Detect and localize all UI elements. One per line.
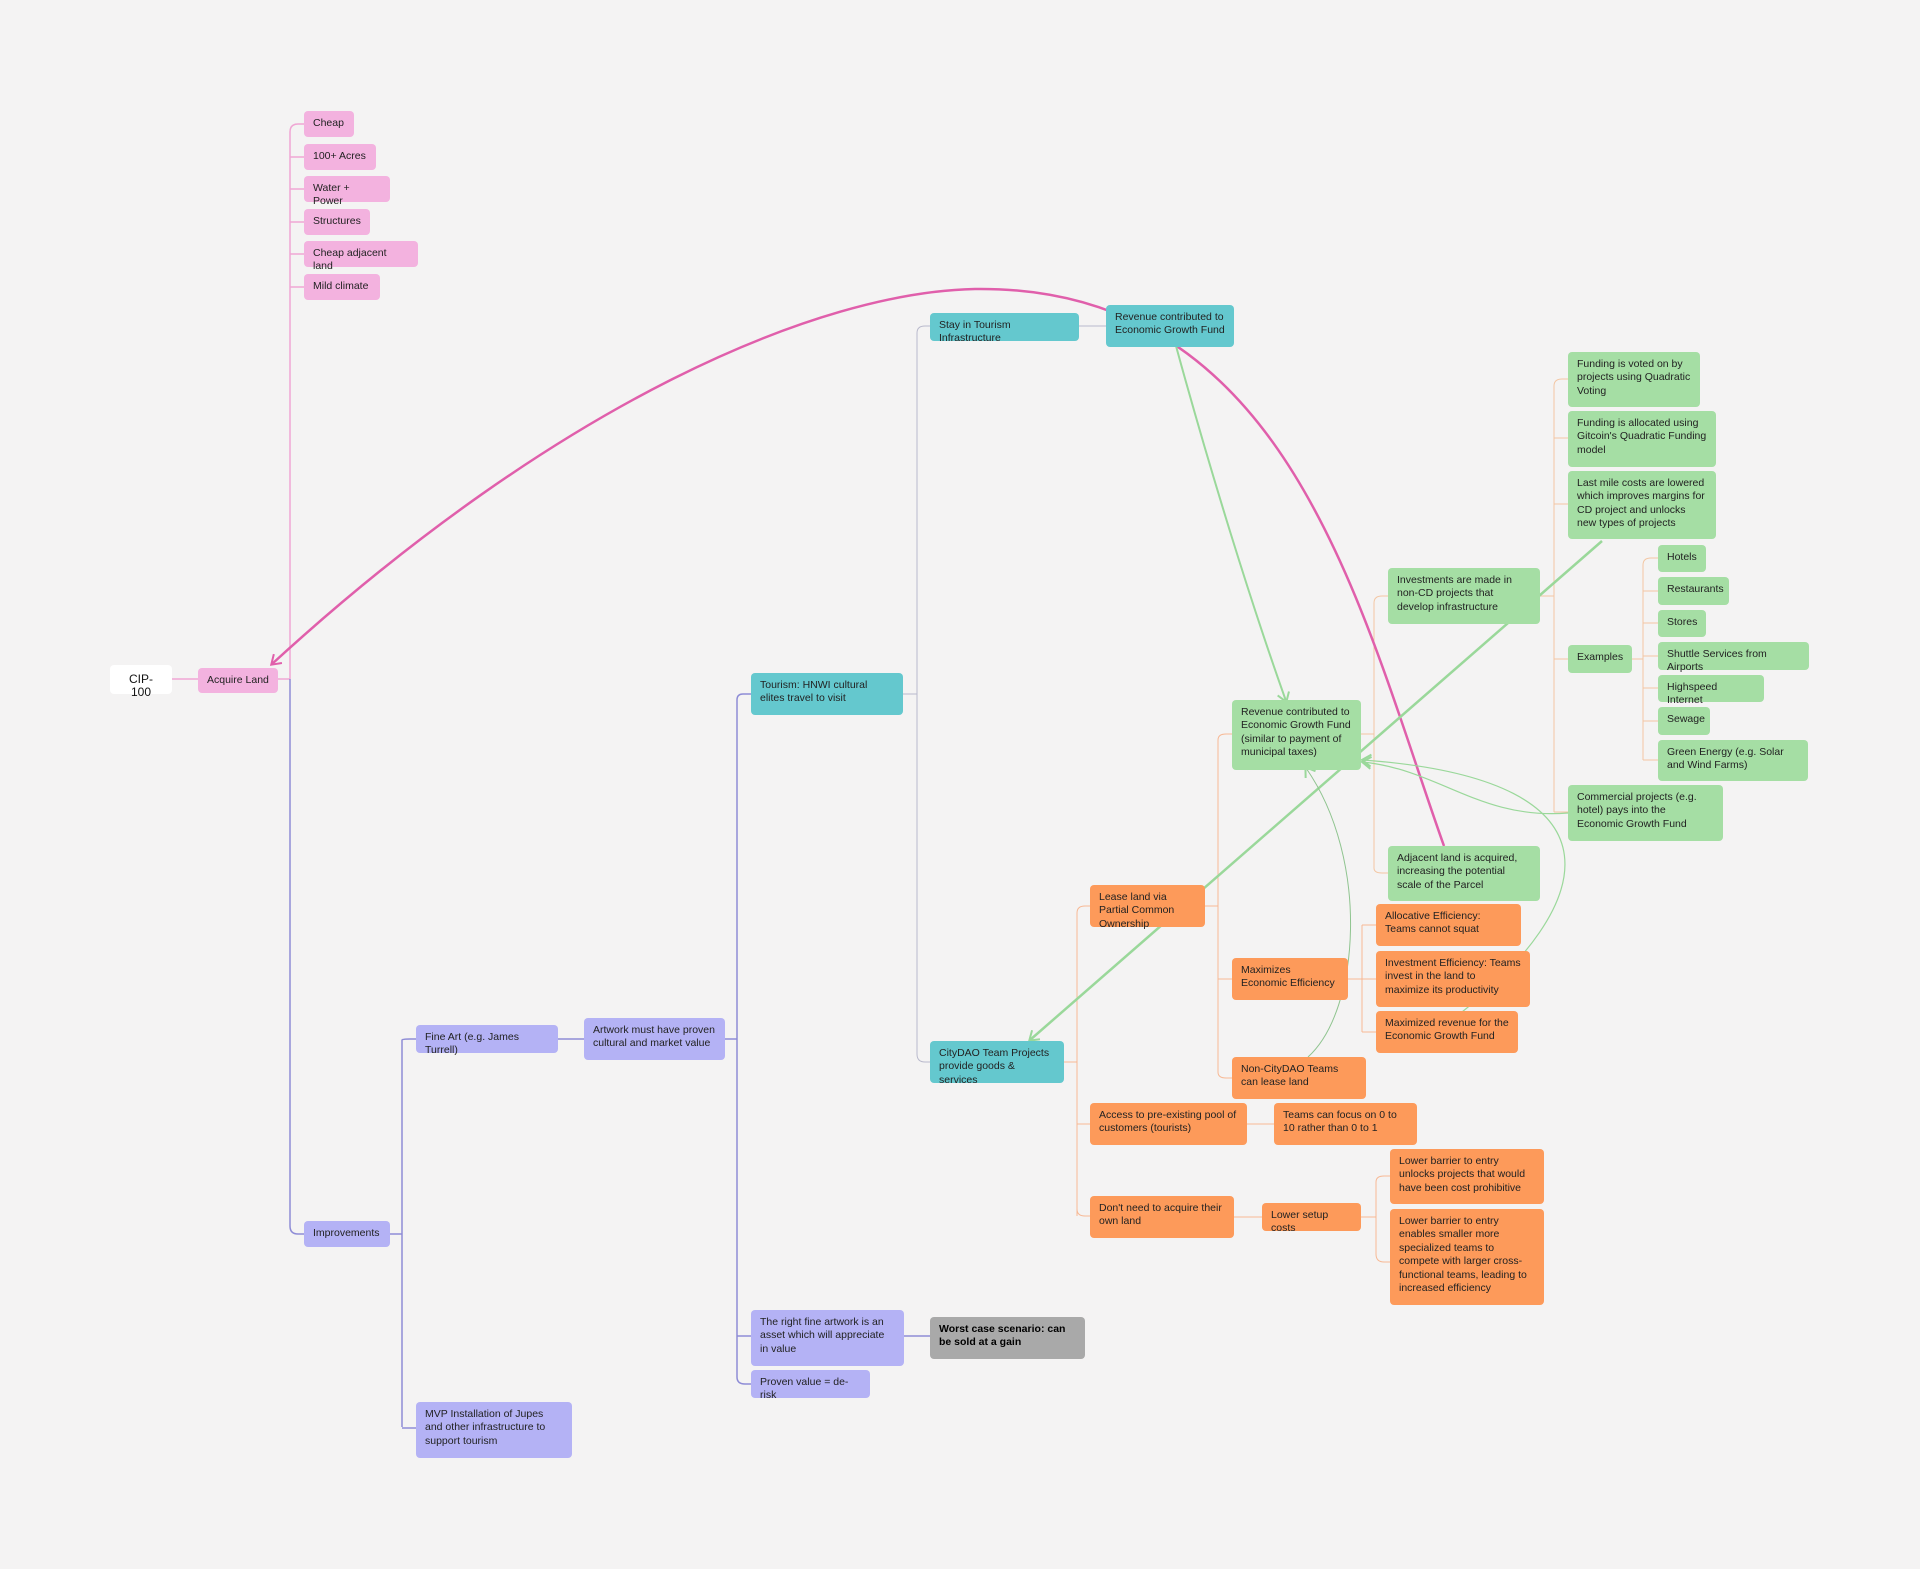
focus-node[interactable]: Teams can focus on 0 to 10 rather than 0… bbox=[1274, 1103, 1417, 1145]
funding-voted-node[interactable]: Funding is voted on by projects using Qu… bbox=[1568, 352, 1700, 407]
investments-node[interactable]: Investments are made in non-CD projects … bbox=[1388, 568, 1540, 624]
allocative-node[interactable]: Allocative Efficiency: Teams cannot squa… bbox=[1376, 904, 1521, 946]
mvp-installation-node[interactable]: MVP Installation of Jupes and other infr… bbox=[416, 1402, 572, 1458]
commercial-node[interactable]: Commercial projects (e.g. hotel) pays in… bbox=[1568, 785, 1723, 841]
non-citydao-to-egf-arrow bbox=[1304, 765, 1352, 1058]
commercial-to-egf-arrow bbox=[1360, 755, 1569, 815]
proven-value-node[interactable]: Proven value = de-risk bbox=[751, 1370, 870, 1401]
teal-branch-lines bbox=[903, 325, 1106, 1063]
sewage-node[interactable]: Sewage bbox=[1658, 707, 1710, 735]
stay-tourism-node[interactable]: Stay in Tourism Infrastructure bbox=[930, 313, 1079, 344]
right-artwork-node[interactable]: The right fine artwork is an asset which… bbox=[751, 1310, 904, 1366]
mild-climate-node[interactable]: Mild climate bbox=[304, 274, 380, 300]
green-energy-node[interactable]: Green Energy (e.g. Solar and Wind Farms) bbox=[1658, 740, 1808, 781]
lease-land-node[interactable]: Lease land via Partial Common Ownership bbox=[1090, 885, 1205, 930]
cheap-adjacent-land-node[interactable]: Cheap adjacent land bbox=[304, 241, 418, 272]
examples-node[interactable]: Examples bbox=[1568, 645, 1632, 673]
lower-barrier-2-node[interactable]: Lower barrier to entry enables smaller m… bbox=[1390, 1209, 1544, 1305]
artwork-proven-node[interactable]: Artwork must have proven cultural and ma… bbox=[584, 1018, 725, 1060]
non-citydao-node[interactable]: Non-CityDAO Teams can lease land bbox=[1232, 1057, 1366, 1099]
pink-branch-lines bbox=[172, 123, 304, 680]
funding-allocated-node[interactable]: Funding is allocated using Gitcoin's Qua… bbox=[1568, 411, 1716, 467]
shuttle-node[interactable]: Shuttle Services from Airports bbox=[1658, 642, 1809, 673]
revenue-egf-node[interactable]: Revenue contributed to Economic Growth F… bbox=[1232, 700, 1361, 770]
restaurants-node[interactable]: Restaurants bbox=[1658, 577, 1729, 605]
hotels-node[interactable]: Hotels bbox=[1658, 545, 1706, 572]
root-node[interactable]: CIP-100 bbox=[110, 665, 172, 699]
adjacent-acquired-node[interactable]: Adjacent land is acquired, increasing th… bbox=[1388, 846, 1540, 901]
fine-art-node[interactable]: Fine Art (e.g. James Turrell) bbox=[416, 1025, 558, 1056]
lower-barrier-1-node[interactable]: Lower barrier to entry unlocks projects … bbox=[1390, 1149, 1544, 1204]
investment-efficiency-node[interactable]: Investment Efficiency: Teams invest in t… bbox=[1376, 951, 1530, 1007]
citydao-team-node[interactable]: CityDAO Team Projects provide goods & se… bbox=[930, 1041, 1064, 1086]
improvements-node[interactable]: Improvements bbox=[304, 1221, 390, 1247]
worst-case-node[interactable]: Worst case scenario: can be sold at a ga… bbox=[930, 1317, 1085, 1359]
highspeed-node[interactable]: Highspeed Internet bbox=[1658, 675, 1764, 706]
access-pool-node[interactable]: Access to pre-existing pool of customers… bbox=[1090, 1103, 1247, 1145]
lower-setup-node[interactable]: Lower setup costs bbox=[1262, 1203, 1361, 1234]
tourism-node[interactable]: Tourism: HNWI cultural elites travel to … bbox=[751, 673, 903, 715]
maximized-revenue-node[interactable]: Maximized revenue for the Economic Growt… bbox=[1376, 1011, 1518, 1053]
maximizes-efficiency-node[interactable]: Maximizes Economic Efficiency bbox=[1232, 958, 1348, 1000]
structures-node[interactable]: Structures bbox=[304, 209, 370, 235]
acres-node[interactable]: 100+ Acres bbox=[304, 144, 376, 170]
stores-node[interactable]: Stores bbox=[1658, 610, 1706, 637]
revenue-top-to-egf-arrow bbox=[1175, 345, 1290, 704]
last-mile-node[interactable]: Last mile costs are lowered which improv… bbox=[1568, 471, 1716, 539]
acquire-land-node[interactable]: Acquire Land bbox=[198, 668, 278, 693]
water-power-node[interactable]: Water + Power bbox=[304, 176, 390, 207]
cheap-node[interactable]: Cheap bbox=[304, 111, 354, 137]
dont-acquire-node[interactable]: Don't need to acquire their own land bbox=[1090, 1196, 1234, 1238]
revenue-top-node[interactable]: Revenue contributed to Economic Growth F… bbox=[1106, 305, 1234, 347]
